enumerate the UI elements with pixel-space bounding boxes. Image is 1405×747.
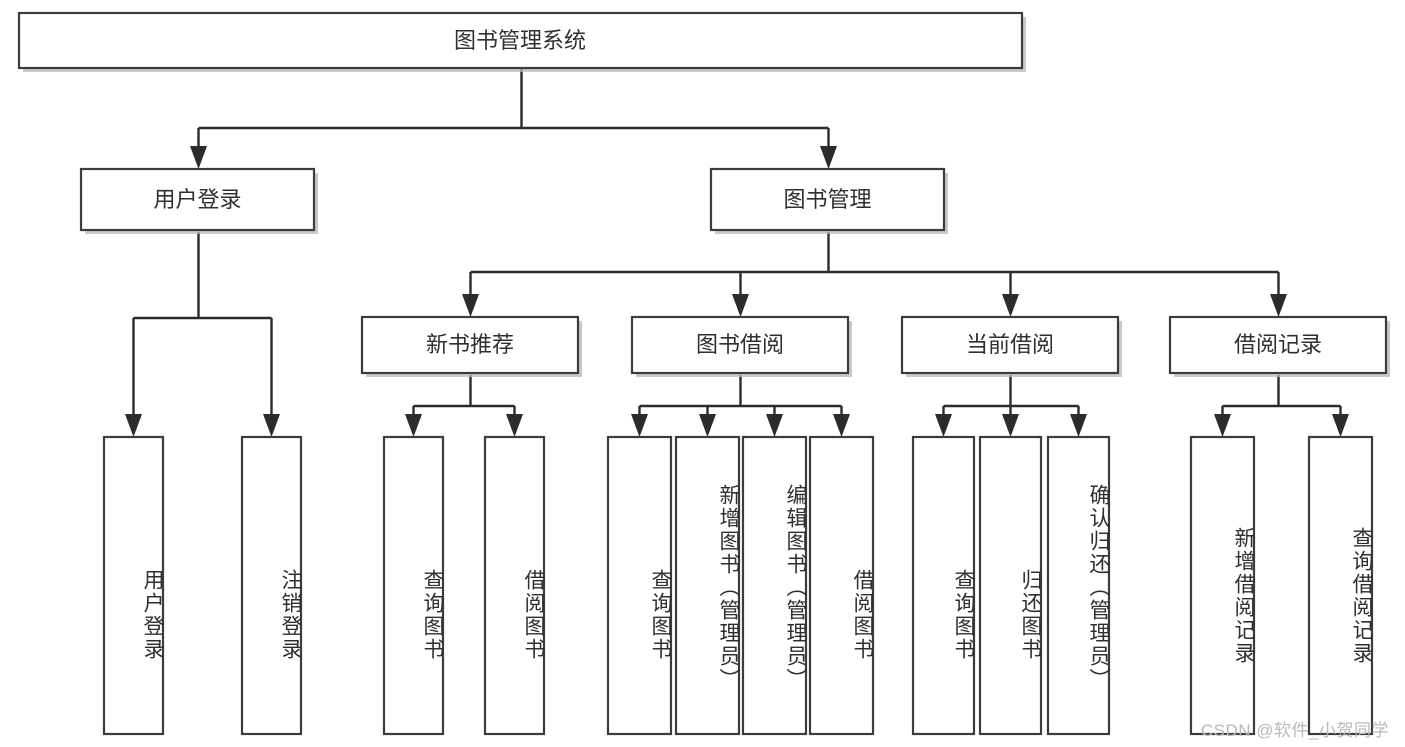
- arrow-user-login-leaf2: [263, 414, 280, 437]
- node-book-management-label: 图书管理: [783, 187, 871, 212]
- node-book-borrow-box[interactable]: [630, 315, 850, 375]
- leaf-add-book-box[interactable]: [674, 435, 741, 736]
- arrow-to-new-book: [462, 294, 479, 317]
- node-borrow-record-box[interactable]: [1168, 315, 1388, 375]
- arrow-to-borrow-record: [1270, 294, 1287, 317]
- node-layer: 图书管理系统 用户登录 图书管理 新书推荐 图书借阅 当前借阅 借阅记录: [17, 11, 1390, 736]
- leaf-user-login-box[interactable]: [102, 435, 165, 736]
- node-book-management-box[interactable]: [709, 167, 946, 232]
- node-new-book-recommend-box[interactable]: [360, 315, 580, 375]
- leaf-query-book-1-box[interactable]: [382, 435, 445, 736]
- node-new-book-recommend-label: 新书推荐: [426, 332, 514, 357]
- csdn-watermark: CSDN @软件_小贺同学: [1200, 721, 1389, 740]
- node-borrow-record-label: 借阅记录: [1234, 332, 1322, 357]
- leaf-confirm-return-box[interactable]: [1046, 435, 1111, 736]
- leaf-borrow-book-2-box[interactable]: [808, 435, 875, 736]
- arrow-book-borrow-leaf4: [833, 414, 850, 437]
- arrow-new-book-leaf2: [506, 414, 523, 437]
- leaf-query-borrow-record-box[interactable]: [1307, 435, 1374, 736]
- arrow-current-borrow-leaf3: [1070, 414, 1087, 437]
- arrow-to-user-login: [190, 146, 207, 169]
- leaf-query-book-2-box[interactable]: [606, 435, 673, 736]
- leaf-logout-box[interactable]: [240, 435, 303, 736]
- arrow-book-borrow-leaf1: [631, 414, 648, 437]
- leaf-add-borrow-record-box[interactable]: [1189, 435, 1256, 736]
- arrow-to-book-mgmt: [820, 146, 837, 169]
- arrow-borrow-record-leaf2: [1332, 414, 1349, 437]
- node-book-borrow-label: 图书借阅: [696, 332, 784, 357]
- arrow-current-borrow-leaf2: [1002, 414, 1019, 437]
- node-root-label: 图书管理系统: [454, 28, 586, 53]
- arrow-current-borrow-leaf1: [935, 414, 952, 437]
- arrow-borrow-record-leaf1: [1214, 414, 1231, 437]
- arrow-to-book-borrow: [732, 294, 749, 317]
- node-current-borrow-box[interactable]: [900, 315, 1120, 375]
- arrow-book-borrow-leaf2: [699, 414, 716, 437]
- node-current-borrow-label: 当前借阅: [966, 332, 1054, 357]
- arrow-user-login-leaf1: [125, 414, 142, 437]
- leaf-edit-book-box[interactable]: [741, 435, 808, 736]
- arrow-book-borrow-leaf3: [766, 414, 783, 437]
- node-user-login-label: 用户登录: [153, 187, 241, 212]
- arrow-to-current-borrow: [1002, 294, 1019, 317]
- node-user-login-box[interactable]: [79, 167, 316, 232]
- leaf-return-book-box[interactable]: [978, 435, 1043, 736]
- leaf-query-book-3-box[interactable]: [911, 435, 976, 736]
- leaf-borrow-book-1-box[interactable]: [483, 435, 546, 736]
- connector-layer: [125, 68, 1349, 437]
- arrow-new-book-leaf1: [405, 414, 422, 437]
- node-root-box[interactable]: [17, 11, 1024, 70]
